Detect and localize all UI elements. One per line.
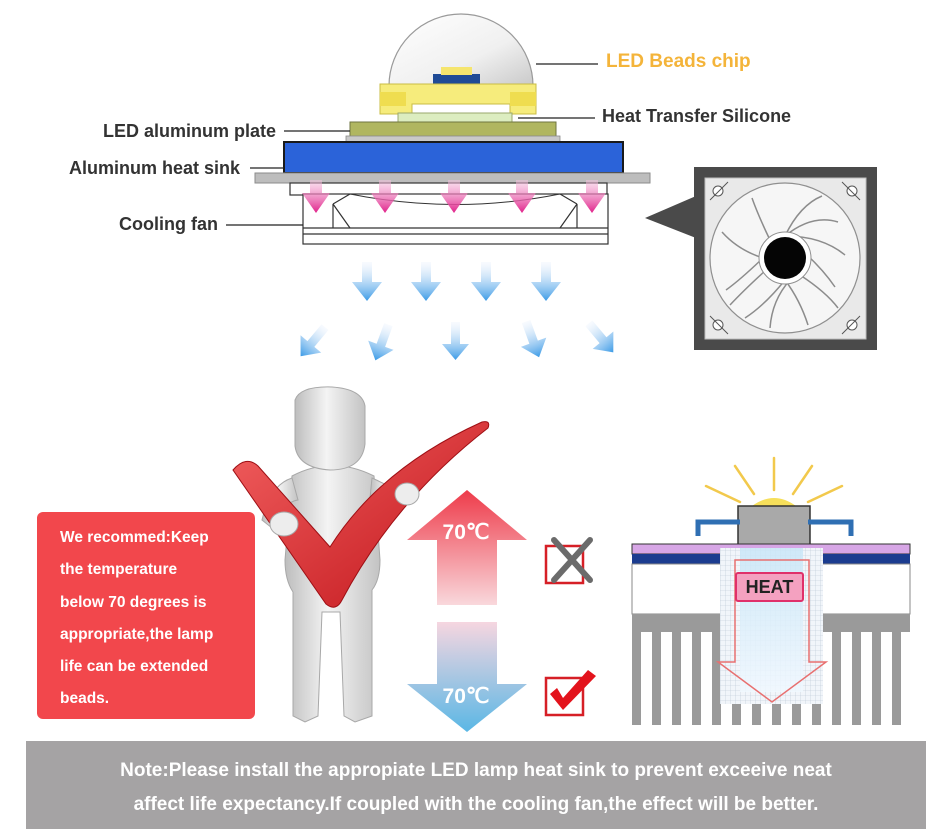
heat-sink: [283, 141, 624, 174]
down-arrow-blue: [352, 262, 382, 301]
note-banner: Note:Please install the appropiate LED l…: [26, 741, 926, 829]
led-die: [433, 74, 480, 84]
note-line: Note:Please install the appropiate LED l…: [120, 760, 832, 781]
airflow-arrows-bottom: [300, 320, 614, 361]
recommendation-line: life can be extended: [60, 658, 209, 676]
aluminum-plate: [349, 121, 557, 138]
down-arrow-blue: [531, 262, 561, 301]
airflow-arrows-top: [302, 180, 606, 213]
down-arrow-magenta: [302, 180, 330, 213]
recommendation-line: the temperature: [60, 561, 178, 579]
temperature-arrows: [407, 490, 527, 732]
down-arrow-blue: [442, 322, 469, 360]
recommendation-box: We recommed:Keep the temperature below 7…: [37, 512, 255, 719]
down-arrow-blue: [368, 323, 394, 361]
down-arrow-magenta: [578, 180, 606, 213]
led-stack: [254, 13, 651, 184]
down-arrow-blue: [585, 320, 614, 353]
down-arrow-blue: [300, 324, 329, 357]
recommendation-line: below 70 degrees is: [60, 593, 207, 611]
cool-arrow: [407, 622, 527, 732]
figure-with-checkmark: [232, 386, 490, 723]
down-arrow-magenta: [371, 180, 399, 213]
hot-arrow: [407, 490, 527, 605]
heat-transfer-label: Heat Transfer Silicone: [602, 106, 792, 126]
check-mark-icon: [544, 670, 596, 717]
recommendation-line: appropriate,the lamp: [60, 625, 214, 643]
leader-lines: [226, 63, 598, 226]
note-line: affect life expectancy.If coupled with t…: [133, 794, 819, 815]
heat-sink-label: Aluminum heat sink: [69, 158, 241, 178]
down-arrow-magenta: [440, 180, 468, 213]
down-arrow-blue: [471, 262, 501, 301]
led-dome: [388, 13, 534, 87]
big-check-icon: [232, 421, 490, 608]
recommendation-line: We recommed:Keep: [60, 529, 209, 546]
airflow-arrows-mid: [352, 262, 561, 301]
led-chip-label: LED Beads chip: [606, 51, 751, 72]
aluminum-plate-label: LED aluminum plate: [103, 121, 277, 141]
fan-callout: [645, 167, 877, 350]
down-arrow-magenta: [508, 180, 536, 213]
recommendation-line: beads.: [60, 690, 110, 708]
cooling-fan-label: Cooling fan: [119, 214, 218, 234]
cool-temperature-label: 70℃: [442, 685, 490, 708]
down-arrow-blue: [411, 262, 441, 301]
down-arrow-blue: [520, 320, 547, 358]
x-mark-icon: [544, 537, 593, 585]
heat-label: HEAT: [735, 572, 804, 602]
hot-temperature-label: 70℃: [442, 521, 490, 544]
